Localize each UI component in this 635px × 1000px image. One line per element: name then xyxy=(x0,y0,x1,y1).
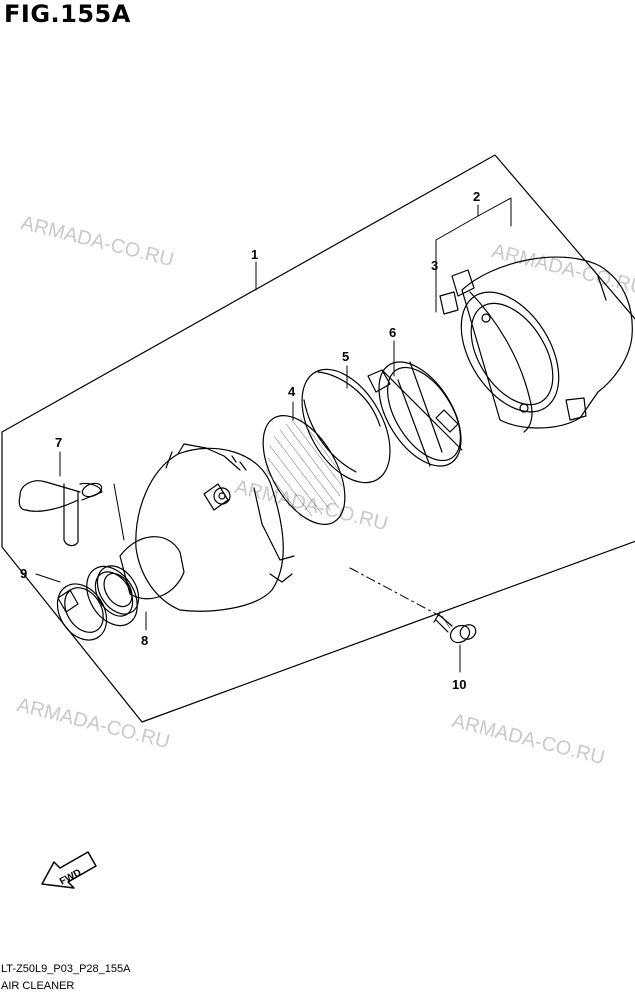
callout-3: 3 xyxy=(431,258,439,273)
callout-2: 2 xyxy=(473,189,481,204)
callout-6: 6 xyxy=(389,325,397,340)
callout-8: 8 xyxy=(141,633,149,648)
callout-1: 1 xyxy=(251,247,259,262)
callout-10: 10 xyxy=(452,677,467,692)
drawing-name: AIR CLEANER xyxy=(1,980,75,992)
callout-4: 4 xyxy=(288,384,296,399)
callout-7: 7 xyxy=(55,435,63,450)
retainer-cage xyxy=(367,361,463,467)
assembly-frame xyxy=(1,154,635,723)
filter-element xyxy=(301,368,391,484)
clamp xyxy=(56,583,108,641)
air-cleaner-body xyxy=(96,443,295,615)
leader-lines xyxy=(35,197,512,673)
drawing-code: LT-Z50L9_P03_P28_155A xyxy=(1,963,131,975)
figure-title: FIG.155A xyxy=(4,0,131,28)
callout-9: 9 xyxy=(20,566,28,581)
screw xyxy=(433,611,477,644)
mesh-screen xyxy=(262,415,346,525)
case-housing xyxy=(439,256,633,433)
callout-5: 5 xyxy=(342,349,350,364)
seal-ring xyxy=(86,565,138,627)
fwd-arrow-icon: FWD xyxy=(41,851,97,889)
breather-hose xyxy=(18,480,103,547)
